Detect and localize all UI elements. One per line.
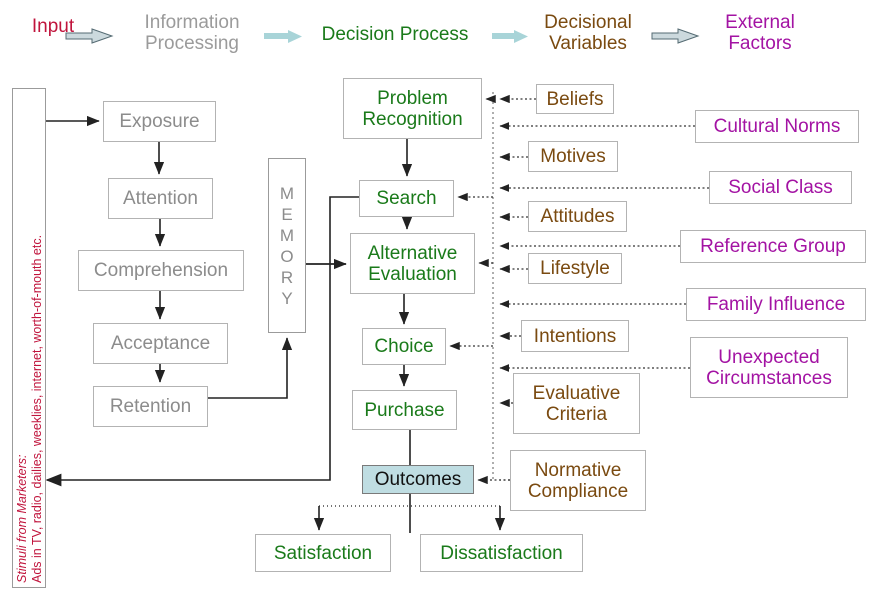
stimuli-line-2: Ads in TV, radio, dailies, weeklies, int…	[30, 234, 44, 583]
header-arrow-info-to-decision	[264, 30, 302, 43]
memory-letter-m1: M	[279, 183, 295, 203]
node-evaluative-criteria[interactable]: Evaluative Criteria	[513, 373, 640, 434]
header-decision-process: Decision Process	[321, 24, 469, 45]
node-search[interactable]: Search	[359, 180, 454, 217]
node-reference-group[interactable]: Reference Group	[680, 230, 866, 263]
node-alternative-evaluation[interactable]: Alternative Evaluation	[350, 233, 475, 294]
node-intentions[interactable]: Intentions	[521, 320, 629, 352]
node-cultural-norms[interactable]: Cultural Norms	[695, 110, 859, 143]
header-arrow-decision-to-variables	[492, 30, 528, 43]
node-beliefs[interactable]: Beliefs	[536, 84, 614, 114]
node-motives[interactable]: Motives	[528, 141, 618, 172]
node-family-influence[interactable]: Family Influence	[686, 288, 866, 321]
header-input: Input	[31, 16, 75, 37]
node-comprehension[interactable]: Comprehension	[78, 250, 244, 291]
node-acceptance[interactable]: Acceptance	[93, 323, 228, 364]
node-unexpected-circumstances[interactable]: Unexpected Circumstances	[690, 337, 848, 398]
memory-letter-e: E	[281, 204, 293, 224]
node-retention[interactable]: Retention	[93, 386, 208, 427]
node-purchase[interactable]: Purchase	[352, 390, 457, 430]
stimuli-from-marketers-panel: Stimuli from Marketers: Ads in TV, radio…	[12, 88, 46, 588]
header-arrow-variables-to-external	[651, 28, 700, 44]
stimuli-line-1: Stimuli from Marketers:	[15, 454, 29, 584]
node-lifestyle[interactable]: Lifestyle	[528, 253, 622, 284]
stimuli-vertical-text: Stimuli from Marketers: Ads in TV, radio…	[13, 89, 47, 589]
node-exposure[interactable]: Exposure	[103, 101, 216, 142]
memory-letter-r: R	[280, 267, 294, 287]
node-attention[interactable]: Attention	[108, 178, 213, 219]
header-external-factors: External Factors	[725, 12, 795, 54]
node-dissatisfaction[interactable]: Dissatisfaction	[420, 534, 583, 572]
node-satisfaction[interactable]: Satisfaction	[255, 534, 391, 572]
node-choice[interactable]: Choice	[362, 328, 446, 365]
node-problem-recognition[interactable]: Problem Recognition	[343, 78, 482, 139]
node-outcomes[interactable]: Outcomes	[362, 465, 474, 494]
memory-letter-o: O	[280, 246, 294, 266]
node-attitudes[interactable]: Attitudes	[528, 201, 627, 232]
memory-letter-m2: M	[279, 225, 295, 245]
node-social-class[interactable]: Social Class	[709, 171, 852, 204]
header-information-processing: Information Processing	[144, 12, 240, 54]
node-normative-compliance[interactable]: Normative Compliance	[510, 450, 646, 511]
memory-letter-y: Y	[281, 288, 293, 308]
header-decisional-variables: Decisional Variables	[544, 12, 632, 54]
memory-box: M E M O R Y	[268, 158, 306, 333]
